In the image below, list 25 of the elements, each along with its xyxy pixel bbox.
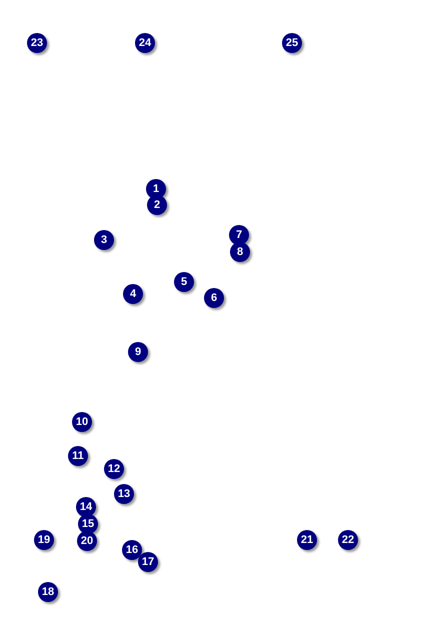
callout-number: 23 xyxy=(27,33,47,53)
callout-number: 4 xyxy=(123,284,143,304)
callout-number: 9 xyxy=(128,342,148,362)
callout-number: 6 xyxy=(204,288,224,308)
callout-number: 3 xyxy=(94,230,114,250)
callout-number: 1 xyxy=(146,179,166,199)
callout-number: 10 xyxy=(72,412,92,432)
callout-number: 21 xyxy=(297,530,317,550)
callout-number: 15 xyxy=(78,514,98,534)
callout-number: 12 xyxy=(104,459,124,479)
callout-number: 11 xyxy=(68,446,88,466)
callout-number: 2 xyxy=(147,195,167,215)
callout-number: 13 xyxy=(114,484,134,504)
callout-number: 8 xyxy=(230,242,250,262)
callout-number: 19 xyxy=(34,530,54,550)
callout-number: 24 xyxy=(135,33,155,53)
callout-number: 7 xyxy=(229,225,249,245)
callout-number: 22 xyxy=(338,530,358,550)
callout-number: 16 xyxy=(122,540,142,560)
callout-number: 14 xyxy=(76,497,96,517)
callout-number: 20 xyxy=(77,531,97,551)
callout-number: 17 xyxy=(138,552,158,572)
callout-number: 5 xyxy=(174,272,194,292)
callout-number: 18 xyxy=(38,582,58,602)
callout-number: 25 xyxy=(282,33,302,53)
